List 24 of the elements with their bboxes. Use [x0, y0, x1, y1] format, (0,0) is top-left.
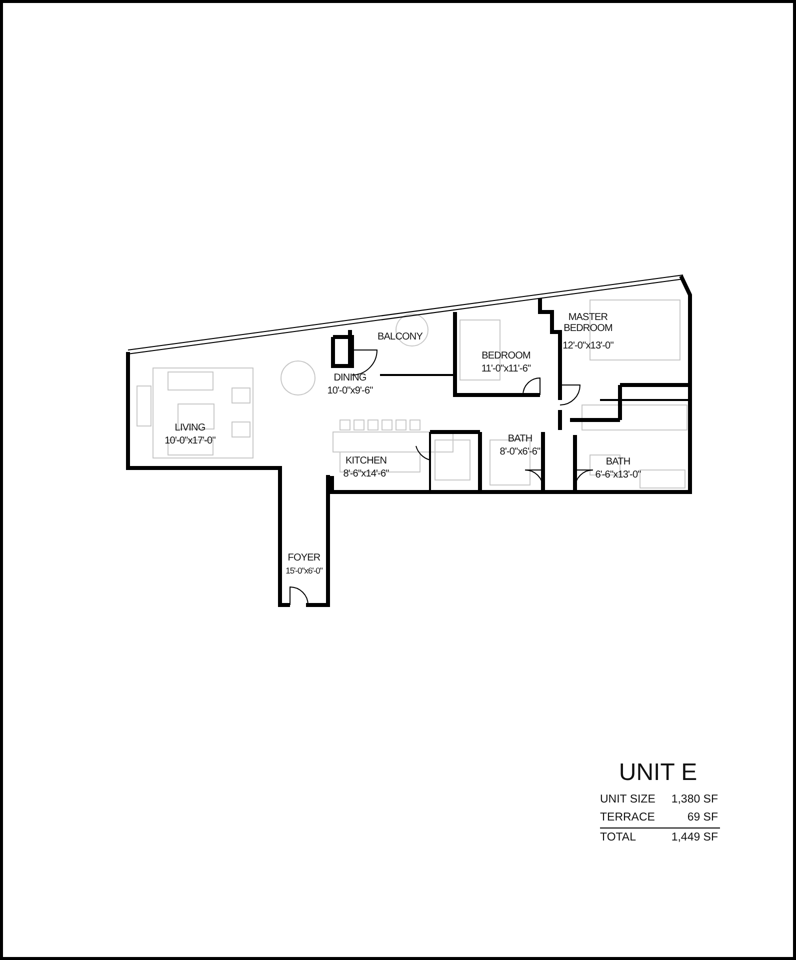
- area-value: 1,449 SF: [671, 832, 718, 844]
- room-name: FOYER: [288, 552, 320, 564]
- area-value: 69 SF: [687, 812, 718, 824]
- room-name: BATH: [606, 456, 630, 468]
- room-name: DINING: [334, 372, 366, 384]
- room-name: BEDROOM: [482, 350, 530, 362]
- room-name: KITCHEN: [345, 456, 387, 466]
- room-name: BATH: [508, 434, 532, 444]
- room-dimensions: 10'-0"x17'-0": [164, 436, 216, 446]
- area-value: 1,380 SF: [671, 794, 718, 806]
- room-dimensions: 10'-0"x9'-6": [327, 386, 373, 396]
- room-name: LIVING: [174, 422, 206, 434]
- room-name: BALCONY: [378, 332, 422, 342]
- room-dimensions: 11'-0"x11'-6": [481, 364, 531, 374]
- room-name: MASTER BEDROOM: [562, 312, 614, 334]
- room-dimensions: 8'-0"x6'-6": [500, 446, 540, 458]
- area-label: TERRACE: [600, 812, 655, 824]
- area-label: UNIT SIZE: [600, 794, 656, 806]
- area-label: TOTAL: [600, 832, 636, 844]
- room-dimensions: 8'-6"x14'-6": [343, 468, 389, 480]
- room-dimensions: 15'-0"x6'-0": [286, 566, 322, 576]
- room-dimensions: 12'-0"x13'-0": [562, 340, 614, 352]
- plan-title: UNIT E: [618, 760, 698, 786]
- room-dimensions: 6'-6"x13'-0": [595, 470, 641, 480]
